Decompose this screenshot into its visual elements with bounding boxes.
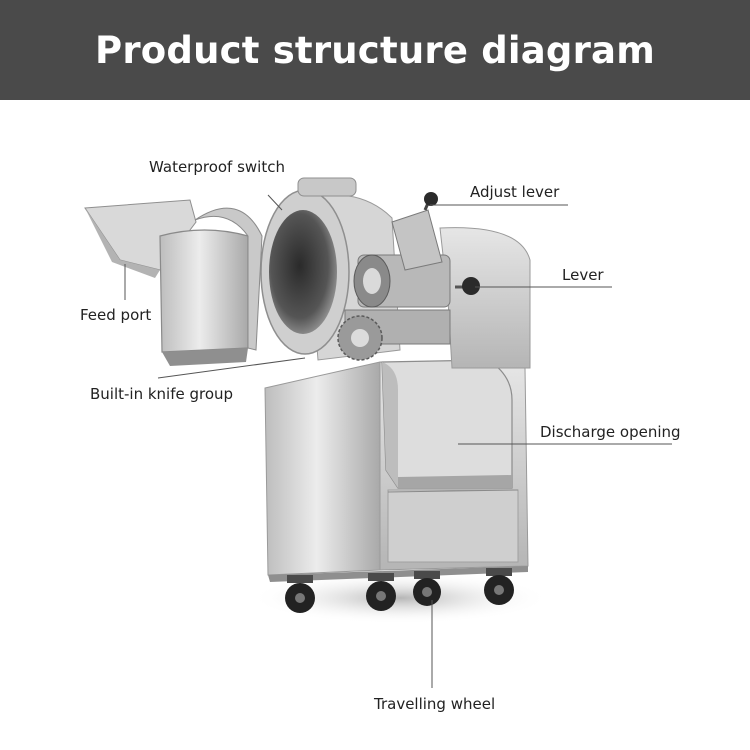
open-door: [159, 207, 263, 366]
machine-illustration: [84, 177, 672, 688]
leader-built-in-knife-group: [157, 357, 306, 379]
motor-roller: [337, 254, 451, 361]
label-travelling-wheel: Travelling wheel: [374, 695, 496, 713]
label-waterproof-switch: Waterproof switch: [149, 158, 285, 176]
label-lever: Lever: [562, 266, 604, 284]
title-banner: Product structure diagram: [0, 0, 750, 100]
page-title: Product structure diagram: [95, 28, 655, 72]
wheel-front-mid: [366, 573, 396, 611]
right-housing: [439, 227, 531, 369]
label-built-in-knife-group: Built-in knife group: [90, 385, 234, 403]
floor-shadow: [250, 572, 550, 624]
wheel-front-left: [285, 575, 315, 613]
wheels: [285, 568, 514, 613]
leader-waterproof-switch: [267, 194, 283, 211]
adjust-lever-part: [391, 192, 443, 271]
label-adjust-lever: Adjust lever: [470, 183, 560, 201]
wheel-front-right: [413, 571, 441, 606]
wheel-back-right: [484, 568, 514, 605]
label-discharge-opening: Discharge opening: [540, 423, 681, 441]
lever-part: [455, 277, 480, 295]
discharge-chute: [381, 359, 513, 489]
label-feed-port: Feed port: [80, 306, 152, 324]
structure-diagram: Waterproof switch Adjust lever Lever Fee…: [0, 100, 750, 750]
leader-lines: [124, 194, 672, 688]
